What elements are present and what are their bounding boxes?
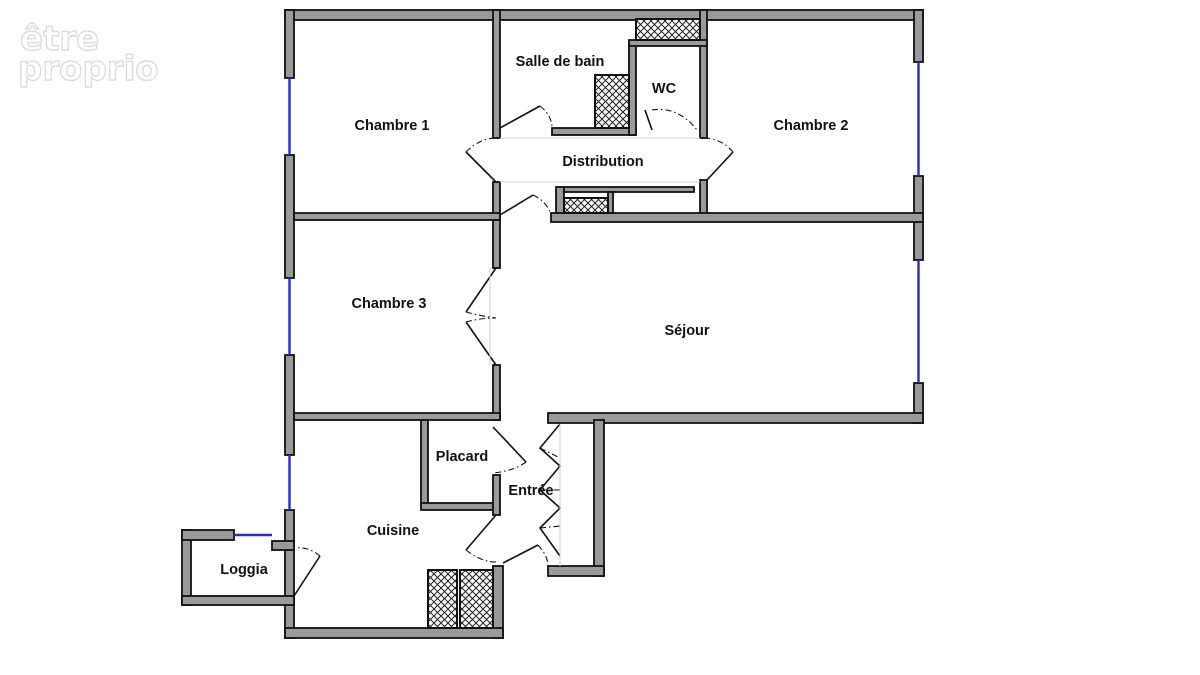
svg-text:proprio: proprio — [18, 49, 159, 89]
room-label-wc: WC — [652, 81, 677, 97]
room-label-chambre-1: Chambre 1 — [355, 118, 430, 134]
room-label-chambre-2: Chambre 2 — [774, 118, 849, 134]
logo-watermark: être proprio — [17, 18, 159, 89]
room-label-chambre-3: Chambre 3 — [352, 296, 427, 312]
svg-text:être: être — [20, 19, 99, 59]
room-label-distribution: Distribution — [562, 154, 643, 170]
interior-walls — [293, 9, 924, 516]
windows — [234, 62, 920, 537]
room-label-loggia: Loggia — [220, 562, 268, 578]
room-label-sejour: Séjour — [664, 323, 709, 339]
room-label-salle-de-bain: Salle de bain — [516, 54, 605, 70]
room-label-cuisine: Cuisine — [367, 523, 419, 539]
room-labels: Chambre 1 Salle de bain WC Chambre 2 Dis… — [220, 54, 848, 578]
room-label-placard: Placard — [436, 449, 488, 465]
ventilation-ducts — [427, 18, 701, 629]
door-rails — [489, 137, 700, 566]
room-label-entree: Entrée — [508, 483, 553, 499]
exterior-walls — [181, 9, 924, 639]
doors — [293, 105, 734, 597]
